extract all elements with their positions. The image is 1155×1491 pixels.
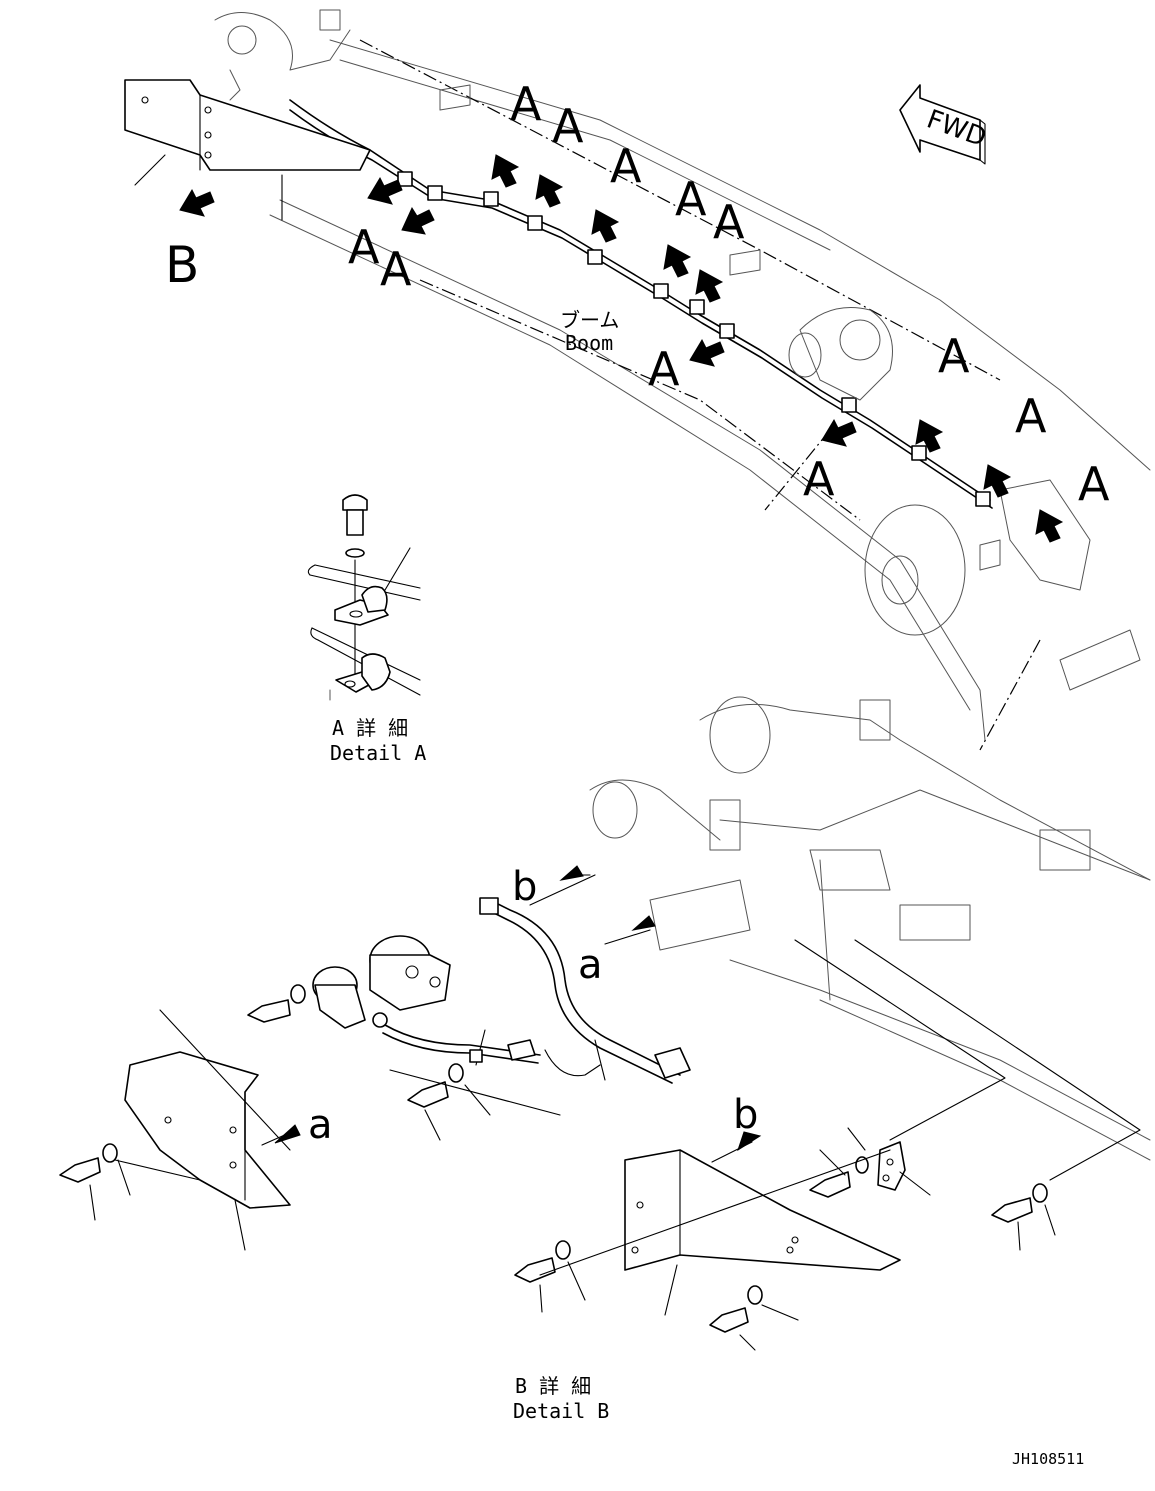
callout-a-label: A — [938, 329, 970, 383]
callout-a-label: A — [552, 99, 584, 153]
detail-a-drawing — [307, 494, 421, 701]
callout-a-label: A — [803, 452, 835, 506]
callout-arrow-b — [179, 188, 215, 217]
callout-a-label: A — [380, 242, 412, 296]
callout-a-label: A — [713, 195, 745, 249]
detail-b-drawing — [59, 696, 1151, 1351]
boom-label-en: Boom — [565, 331, 613, 355]
callout-labels-a: A A A A A A A A A A A A — [348, 77, 1110, 511]
callout-a-label: A — [1015, 389, 1047, 443]
boom-label-jp: ブーム — [560, 308, 619, 332]
callout-a-lower-label: a — [578, 942, 603, 988]
detail-a-title-en: Detail A — [330, 741, 426, 765]
callout-a-label: A — [1078, 457, 1110, 511]
detail-b-title-jp: B 詳 細 — [515, 1374, 591, 1398]
boom-outline — [124, 9, 1151, 751]
callout-b-label: B — [165, 236, 199, 294]
callout-a-label: A — [610, 139, 642, 193]
drawing-number: JH108511 — [1012, 1450, 1084, 1468]
fwd-arrow-icon — [899, 84, 986, 165]
callout-arrows-a — [367, 154, 1064, 543]
detail-b-title-en: Detail B — [513, 1399, 609, 1423]
detail-a-title-jp: A 詳 細 — [332, 716, 408, 740]
callout-a-label: A — [648, 342, 680, 396]
callout-a-label: A — [348, 220, 380, 274]
callout-b-lower-label: b — [512, 864, 537, 910]
callout-a-cover-label: a — [308, 1102, 333, 1148]
callout-a-label: A — [675, 172, 707, 226]
callout-a-label: A — [510, 77, 542, 131]
callout-b-cover-label: b — [733, 1092, 758, 1138]
